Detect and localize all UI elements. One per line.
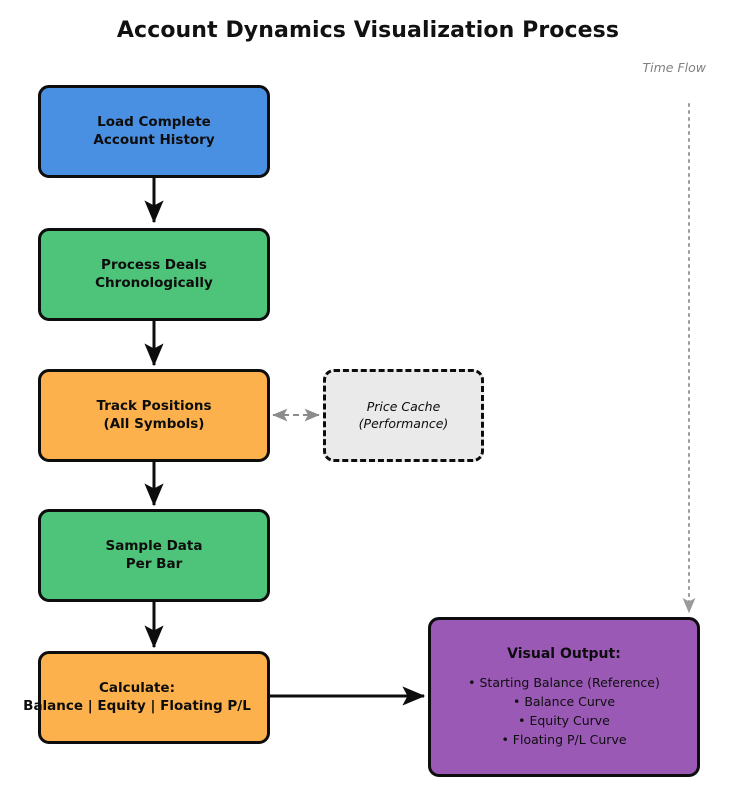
- list-item: • Balance Curve: [512, 693, 616, 709]
- list-item: • Floating P/L Curve: [501, 731, 627, 747]
- node-process-deals[interactable]: Process Deals Chronologically: [38, 228, 270, 321]
- node-price-cache[interactable]: Price Cache (Performance): [323, 369, 484, 462]
- node-visual-output-list: • Starting Balance (Reference) • Balance…: [468, 673, 660, 749]
- node-load-account-history-line1: Load Complete: [97, 113, 211, 130]
- page-title: Account Dynamics Visualization Process: [116, 18, 620, 43]
- node-process-deals-line2: Chronologically: [95, 274, 213, 291]
- node-calculate-line1: Calculate:: [98, 679, 175, 696]
- node-load-account-history[interactable]: Load Complete Account History: [38, 85, 270, 178]
- node-price-cache-line1: Price Cache: [366, 399, 441, 414]
- node-process-deals-line1: Process Deals: [101, 256, 207, 273]
- node-sample-data[interactable]: Sample Data Per Bar: [38, 509, 270, 602]
- node-calculate-line2: Balance | Equity | Floating P/L: [23, 697, 251, 714]
- node-track-positions-line1: Track Positions: [96, 397, 212, 414]
- node-track-positions-line2: (All Symbols): [103, 415, 205, 432]
- node-load-account-history-line2: Account History: [93, 131, 215, 148]
- node-price-cache-line2: (Performance): [358, 415, 449, 431]
- list-item: • Starting Balance (Reference): [468, 674, 660, 690]
- time-flow-label: Time Flow: [642, 60, 706, 75]
- node-sample-data-line2: Per Bar: [125, 555, 183, 572]
- node-visual-output[interactable]: Visual Output: • Starting Balance (Refer…: [428, 617, 700, 777]
- list-item: • Equity Curve: [518, 712, 610, 728]
- node-visual-output-title: Visual Output:: [507, 646, 621, 663]
- node-sample-data-line1: Sample Data: [105, 537, 203, 554]
- node-track-positions[interactable]: Track Positions (All Symbols): [38, 369, 270, 462]
- node-calculate[interactable]: Calculate: Balance | Equity | Floating P…: [23, 651, 270, 744]
